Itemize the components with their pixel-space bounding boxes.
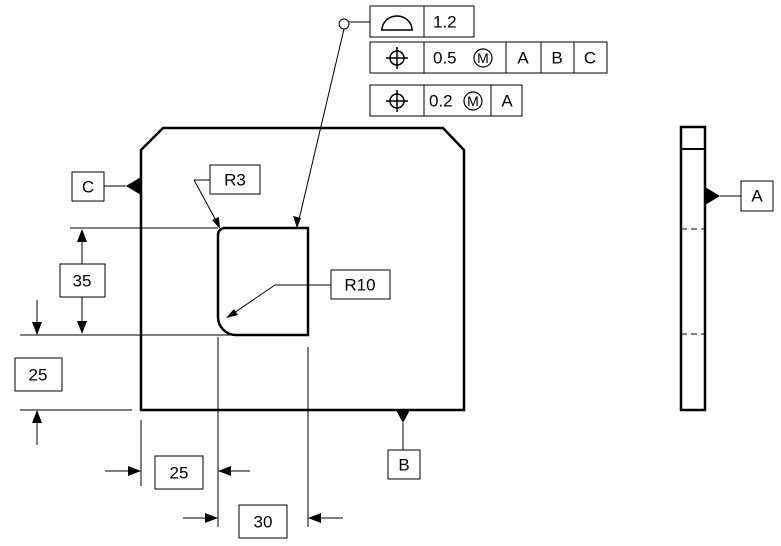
dimension-arrow-icon	[32, 410, 42, 423]
position-secondary-datum: A	[501, 92, 513, 111]
mmc-modifier-letter: M	[467, 93, 479, 109]
leader-arrow-icon	[226, 309, 238, 318]
datum-triangle-icon	[705, 187, 720, 205]
datum-triangle-icon	[396, 410, 410, 423]
mmc-modifier-icon: M	[463, 91, 483, 111]
dimension-arrow-icon	[205, 513, 218, 523]
plate-outline	[139, 126, 466, 412]
r3-callout: R3	[193, 164, 261, 229]
fcf-position-secondary: 0.2 M A	[369, 84, 523, 117]
r10-callout: R10	[226, 269, 391, 318]
pocket-outline	[216, 226, 310, 337]
fcf-profile: 1.2	[369, 5, 475, 38]
profile-of-surface-icon	[381, 15, 413, 31]
dimension-25-vertical: 25	[14, 300, 132, 445]
dimension-25-horizontal-label: 25	[170, 464, 189, 483]
r3-label: R3	[224, 171, 246, 190]
dimension-30-label: 30	[254, 513, 273, 532]
dimension-arrow-icon	[218, 466, 231, 476]
dimension-35: 35	[20, 227, 236, 336]
circle-indicator-icon	[338, 18, 350, 30]
dimension-35-label: 35	[73, 272, 92, 291]
leader-arrow-icon	[212, 217, 220, 229]
position-main-tolerance: 0.5	[433, 49, 457, 68]
dimension-25-vertical-label: 25	[29, 366, 48, 385]
dimension-25-horizontal: 25	[105, 337, 250, 527]
datum-a: A	[705, 180, 774, 212]
dimension-arrow-icon	[77, 229, 87, 242]
profile-tolerance: 1.2	[433, 13, 457, 32]
position-icon	[386, 90, 408, 112]
position-main-datum-1: A	[517, 49, 529, 68]
r10-label: R10	[344, 276, 375, 295]
mmc-modifier-icon: M	[473, 48, 493, 68]
side-view	[679, 125, 707, 412]
datum-triangle-icon	[126, 177, 141, 195]
datum-b-label: B	[398, 456, 409, 475]
position-icon	[386, 47, 408, 69]
dimension-arrow-icon	[77, 321, 87, 334]
dimension-arrow-icon	[32, 322, 42, 335]
dimension-arrow-icon	[128, 466, 141, 476]
fcf-leader	[293, 18, 370, 229]
datum-c-label: C	[82, 178, 94, 197]
fcf-position-main: 0.5 M A B C	[369, 41, 608, 74]
position-secondary-tolerance: 0.2	[429, 92, 453, 111]
mmc-modifier-letter: M	[477, 50, 489, 66]
datum-b: B	[387, 410, 421, 480]
datum-a-label: A	[751, 187, 763, 206]
dimension-30: 30	[183, 347, 343, 539]
dimension-arrow-icon	[308, 513, 321, 523]
leader-arrow-icon	[293, 216, 301, 228]
position-main-datum-2: B	[551, 49, 562, 68]
position-main-datum-3: C	[584, 49, 596, 68]
datum-c: C	[71, 171, 141, 202]
